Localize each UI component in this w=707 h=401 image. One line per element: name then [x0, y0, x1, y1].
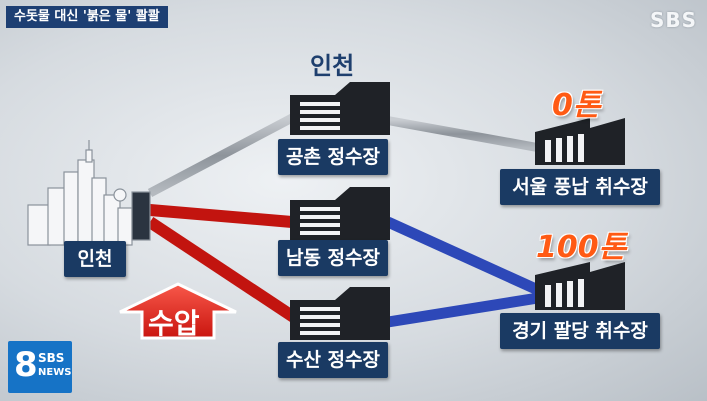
intake-label-paldang: 경기 팔당 취수장: [500, 313, 660, 349]
badge-sub: NEWS: [38, 367, 72, 378]
pungnap-tons: 0톤: [552, 88, 601, 123]
pressure-arrow-icon: [119, 282, 237, 340]
sbs-news-badge: 8 SBS NEWS: [8, 341, 72, 393]
pipe-susan-to-paldang: [387, 292, 539, 328]
news-headline-tag: 수돗물 대신 '붉은 물' 콸콸: [6, 6, 168, 28]
plant-icon-namdong: [290, 187, 390, 240]
intake-label-pungnap: 서울 풍납 취수장: [500, 169, 660, 205]
pipe-city-to-gongchon: [147, 114, 295, 197]
badge-number: 8: [14, 345, 38, 385]
plant-label-namdong: 남동 정수장: [278, 240, 388, 276]
sbs-news-badge-icon: [8, 341, 72, 393]
plant-label-susan: 수산 정수장: [278, 342, 388, 378]
plant-icon-susan: [290, 287, 390, 340]
source-city-label: 인천: [64, 241, 126, 277]
pressure-label: 수압: [148, 307, 200, 340]
pipe-gongchon-to-pungnap: [384, 115, 541, 153]
city-skyline-icon: [27, 140, 151, 246]
region-heading: 인천: [310, 52, 355, 80]
pipe-city-to-susan: [146, 216, 299, 324]
plant-icon-gongchon: [290, 82, 390, 135]
intake-icon-paldang: [535, 262, 625, 310]
channel-logo: SBS: [649, 8, 697, 32]
intake-icon-pungnap: [535, 118, 625, 165]
plant-label-gongchon: 공촌 정수장: [278, 139, 388, 175]
badge-brand: SBS: [38, 351, 65, 365]
paldang-tons: 100톤: [536, 230, 627, 265]
pipe-city-to-namdong: [149, 204, 293, 228]
pipe-namdong-to-paldang: [385, 216, 541, 296]
